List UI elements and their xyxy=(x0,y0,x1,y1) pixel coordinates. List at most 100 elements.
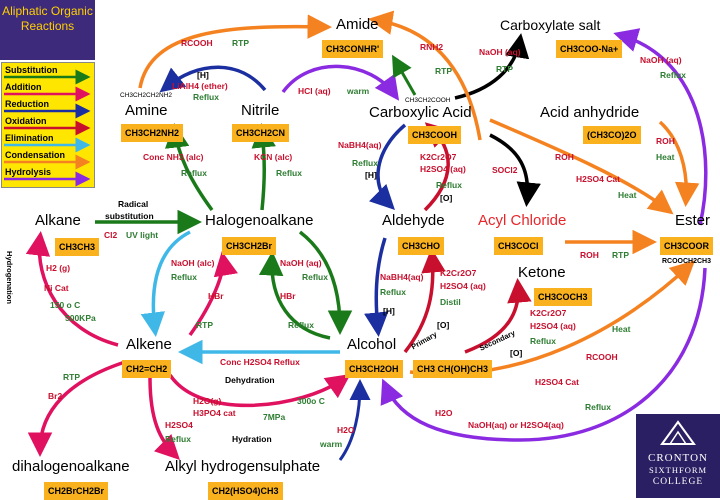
cond-h2o-alkyl: H2O xyxy=(337,425,355,435)
formula-aldehyde: CH3CHO xyxy=(398,237,445,255)
formula-alkylhs: CH2(HSO4)CH3 xyxy=(208,482,283,500)
formula-alcohol: CH3CH2OH xyxy=(345,360,403,378)
cond-conc-h2so4: Conc H2SO4 Reflux xyxy=(220,357,300,367)
logo-line1: CRONTON xyxy=(648,452,708,464)
compound-aldehyde: Aldehyde xyxy=(382,212,445,229)
cond-socl2: SOCl2 xyxy=(492,165,518,175)
compound-anhydride: Acid anhydride xyxy=(540,104,640,121)
cond-reflux-naoh-aq: Reflux xyxy=(302,272,328,282)
compound-ketone: Ketone xyxy=(518,264,566,281)
cond-reflux-kcn: Reflux xyxy=(276,168,302,178)
arrow-carboxylic-acyl xyxy=(489,133,541,207)
cond-warm-alkyl: warm xyxy=(320,439,343,449)
cond-h2so4-ketone: H2SO4 (aq) xyxy=(530,321,576,331)
arrow-ester-alcohol xyxy=(380,267,707,442)
cond-h-reduction: [H] xyxy=(197,70,209,80)
cond-h-aldehyde: [H] xyxy=(383,306,395,316)
legend-label-hydrolysis: Hydrolysis xyxy=(5,167,52,177)
cond-7mpa: 7MPa xyxy=(263,412,286,422)
cond-radical: Radical xyxy=(118,199,149,209)
arrow-carboxylic-amide xyxy=(392,54,417,96)
cond-reflux-ester-alcohol: Reflux xyxy=(585,402,611,412)
legend-label-addition: Addition xyxy=(5,82,42,92)
cond-h2so4-acid: H2SO4 (aq) xyxy=(420,164,466,174)
small-carboxylic: CH3CH2COOH xyxy=(405,97,451,104)
compound-ester: Ester xyxy=(675,212,711,229)
cond-naoh-aq: NaOH (aq) xyxy=(280,258,322,268)
cond-k2cr2o7-ketone: K2Cr2O7 xyxy=(530,308,567,318)
cond-warm-hcl: warm xyxy=(347,86,370,96)
cond-naoh-or-h2so4: NaOH(aq) or H2SO4(aq) xyxy=(468,420,564,430)
formula-halogenoalkane: CH3CH2Br xyxy=(222,237,277,255)
cond-nabh4-aldehyde: NaBH4(aq) xyxy=(380,272,424,282)
formula-carboxylic: CH3COOH xyxy=(408,126,462,144)
small-amine: CH3CH2CH2NH2 xyxy=(120,92,173,99)
cond-o-ketone: [O] xyxy=(510,348,523,358)
cond-h2: H2 (g) xyxy=(46,263,71,273)
arrow-alkene-dihalo xyxy=(27,360,126,457)
cond-reflux-naoh-alc: Reflux xyxy=(171,272,197,282)
cond-reflux-hbr: Reflux xyxy=(288,320,314,330)
cond-roh-anhydride: ROH xyxy=(656,136,675,146)
formula-carboxylate: CH3COO-Na+ xyxy=(556,40,623,58)
logo-line2: SIXTHFORM xyxy=(648,465,708,475)
cond-hydration: Hydration xyxy=(232,434,272,444)
cond-heat-anhydride: Heat xyxy=(656,152,675,162)
arrow-alcohol-halogeno xyxy=(258,251,331,340)
cond-rtp-acyl: RTP xyxy=(612,250,629,260)
cond-reflux-ketone: Reflux xyxy=(530,336,556,346)
cond-o-acid: [O] xyxy=(440,193,453,203)
compound-amide: Amide xyxy=(336,16,379,33)
cond-br2: Br2 xyxy=(48,391,63,401)
arrow-acyl-amide xyxy=(368,10,482,141)
formula-alkene: CH2=CH2 xyxy=(122,360,172,378)
cond-heat-alcohol-ester: Heat xyxy=(612,324,631,334)
cond-heat-acid-ester: Heat xyxy=(618,190,637,200)
cond-naoh-alc: NaOH (alc) xyxy=(171,258,215,268)
arrow-alkene-alcohol xyxy=(168,373,351,408)
legend-label-elimination: Elimination xyxy=(5,133,54,143)
cond-k2cr2o7-acid: K2Cr2O7 xyxy=(420,152,457,162)
cond-reflux-nabh4-aldehyde: Reflux xyxy=(380,287,406,297)
compound-alkane: Alkane xyxy=(35,212,81,229)
cond-reflux-nabh4-acid: Reflux xyxy=(352,158,378,168)
compound-halogenoalkane: Halogenoalkane xyxy=(205,212,314,229)
cond-rcooh-alcohol: RCOOH xyxy=(586,352,618,362)
compound-dihalo: dihalogenoalkane xyxy=(12,458,130,475)
cond-k2cr2o7-aldehyde: K2Cr2O7 xyxy=(440,268,477,278)
cond-500kpa: 500KPa xyxy=(65,313,96,323)
cond-hydrogenation: Hydrogenation xyxy=(4,251,14,304)
cond-distil: Distil xyxy=(440,297,461,307)
compound-alkene: Alkene xyxy=(126,336,172,353)
legend-label-substitution: Substitution xyxy=(5,65,58,75)
cond-uv: UV light xyxy=(126,230,159,240)
cond-h2so4-cat-acid: H2SO4 Cat xyxy=(576,174,620,184)
formula-nitrile: CH3CH2CN xyxy=(232,124,290,142)
cond-300c: 300o C xyxy=(297,396,325,406)
cond-reflux-ox-acid: Reflux xyxy=(436,180,462,190)
arrow-alkene-alkylhs xyxy=(148,377,180,460)
cond-h2so4-aldehyde: H2SO4 (aq) xyxy=(440,281,486,291)
cond-naoh-ester-hydrolysis: NaOH (aq) xyxy=(640,55,682,65)
logo-line3: COLLEGE xyxy=(652,477,704,487)
cond-rtp-amide: RTP xyxy=(232,38,249,48)
arrow-amine-amide xyxy=(138,14,332,89)
arrow-anhydride-ester xyxy=(658,120,700,207)
formula-ketone: CH3COCH3 xyxy=(534,288,592,306)
arrow-halogeno-alcohol xyxy=(298,230,353,335)
cond-reflux-lialh4: Reflux xyxy=(193,92,219,102)
compound-acyl: Acyl Chloride xyxy=(478,212,567,229)
compound-carboxylic: Carboxylic Acid xyxy=(369,104,472,121)
arrow-nitrile-amine xyxy=(159,65,267,93)
arrow-halogeno-nitrile xyxy=(251,123,276,211)
cond-hbr-alcohol: HBr xyxy=(280,291,296,301)
formula-amine: CH3CH2NH2 xyxy=(121,124,184,142)
arrow-aldehyde-alcohol xyxy=(364,237,389,337)
compound-carboxylate: Carboxylate salt xyxy=(500,17,601,33)
arrow-alkylhs-alcohol xyxy=(338,379,371,461)
legend-arrows xyxy=(4,69,91,187)
cond-o-aldehyde: [O] xyxy=(437,320,450,330)
cond-rtp-hbr: RTP xyxy=(196,320,213,330)
cond-h2so4-cat-alcohol: H2SO4 Cat xyxy=(535,377,579,387)
